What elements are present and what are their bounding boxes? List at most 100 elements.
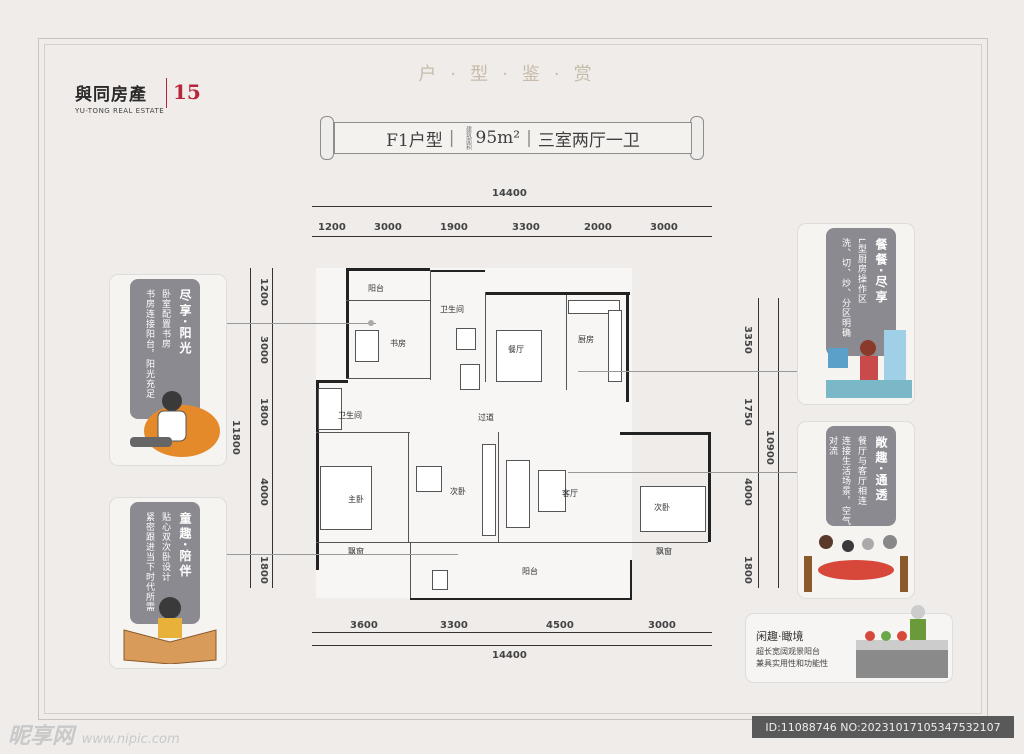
dim-right-2: 4000 [742,478,753,506]
callout-dot [368,320,374,326]
wardrobe [482,444,496,536]
feature-card-kitchen-label: 餐餐·尽享 L型厨房操作区 洗、切、炒、分区明确 [826,228,896,356]
partition [408,432,409,542]
watermark: 昵享网 www.nipic.com [8,718,180,750]
card-title: 尽享·阳光 [178,289,192,357]
scroll-roll-left [320,116,334,160]
partition [346,378,430,379]
callout-line [196,554,458,555]
brand-name-en: YU-TONG REAL ESTATE [75,107,165,115]
dim-top-0: 1200 [318,222,346,233]
balcony-view-illustration [856,602,948,680]
dim-line-top-total [312,206,712,207]
bathtub [318,388,342,430]
card-title: 闲趣·瞰境 [756,630,804,643]
callout-line [196,323,376,324]
room-label: 次卧 [450,487,466,496]
kitchen-counter-side [608,310,622,382]
second-bed-right [640,486,706,532]
wall [316,380,348,383]
dim-line-right [758,298,759,588]
card-lines: 超长宽阔观景阳台 兼具实用性和功能性 [756,646,856,670]
room-label: 飘窗 [348,547,364,556]
feature-card-view: 闲趣·瞰境 超长宽阔观景阳台 兼具实用性和功能性 [746,605,952,682]
area-label: 建筑面积 [464,126,472,150]
card-line: 书房连接阳台，阳光充足 [144,289,154,399]
outer-frame [38,38,988,720]
dim-left-4: 1800 [258,556,269,584]
brand-name: 與同房產 [75,85,147,105]
dim-line-bottom-total [312,645,712,646]
wall [485,292,630,295]
dim-right-total: 10900 [764,430,775,465]
unit-area: 95m² [475,128,521,148]
partition [410,542,411,598]
brand-block: 與同房產 YU-TONG REAL ESTATE [75,80,164,115]
partition [316,542,708,543]
wall [410,598,632,600]
card-line: 洗、切、炒、分区明确 [840,238,850,338]
dim-right-3: 1800 [742,556,753,584]
wall [630,560,632,598]
room-label: 餐厅 [508,345,524,354]
dim-top-4: 2000 [584,222,612,233]
wall [430,270,485,272]
partition [430,270,431,380]
study-chair [416,466,442,492]
dim-top-1: 3000 [374,222,402,233]
feature-card-open-label: 敞趣·通透 餐厅与客厅相连 连接生活场景，空气对流 [826,426,896,526]
dim-line-top [312,236,712,237]
washer [432,570,448,590]
card-line: 连接生活场景，空气对流 [827,436,850,526]
card-line: 超长宽阔观景阳台 [756,647,820,656]
image-id-bar: ID:11088746 NO:20231017105347532107 [752,716,1014,738]
room-label: 过道 [478,413,494,422]
partition [346,300,430,301]
kitchen-counter [568,300,620,314]
room-label: 卫生间 [440,305,464,314]
partition [498,432,499,542]
room-label: 卫生间 [338,411,362,420]
feature-card-sunlight: 尽享·阳光 卧室配置书房 书房连接阳台，阳光充足 [110,275,226,465]
watermark-text: 昵享网 [8,724,75,749]
wall [708,432,711,542]
unit-banner-body: F1户型 | 建筑面积 95m² | 三室两厅一卫 [334,122,692,154]
wall [316,540,319,570]
dim-top-3: 3300 [512,222,540,233]
dim-line-left [272,268,273,588]
partition [485,292,486,382]
family-dinner-illustration [798,526,914,596]
master-bed [320,466,372,530]
dim-top-5: 3000 [650,222,678,233]
coffee-table [538,470,566,512]
dim-line-left-total [250,268,251,588]
room-label: 厨房 [578,335,594,344]
room-label: 飘窗 [656,547,672,556]
dim-right-1: 1750 [742,398,753,426]
room-label: 阳台 [368,284,384,293]
dim-left-3: 4000 [258,478,269,506]
card-title: 童趣·陪伴 [178,512,192,580]
scroll-roll-right [690,116,704,160]
brand-logo: 15 [173,80,201,104]
dim-right-0: 3350 [742,326,753,354]
reading-person-illustration [122,385,222,461]
wall [316,380,319,540]
dim-top-total: 14400 [492,188,527,199]
vanity [460,364,480,390]
room-label: 次卧 [654,503,670,512]
dim-left-1: 3000 [258,336,269,364]
card-line: L型厨房操作区 [856,238,866,305]
feature-card-open: 敞趣·通透 餐厅与客厅相连 连接生活场景，空气对流 [798,422,914,598]
dim-bottom-2: 4500 [546,620,574,631]
unit-layout: 三室两厅一卫 [537,130,640,151]
room-label: 阳台 [522,567,538,576]
desk [355,330,379,362]
page-title: 户·型·鉴·赏 [418,64,606,85]
inner-frame [44,44,982,714]
dim-bottom-3: 3000 [648,620,676,631]
card-title: 餐餐·尽享 [874,238,888,306]
unit-type: F1户型 [386,130,443,151]
dim-line-right-total [778,298,779,588]
card-line: 紧密跟进当下时代所需 [144,512,154,612]
